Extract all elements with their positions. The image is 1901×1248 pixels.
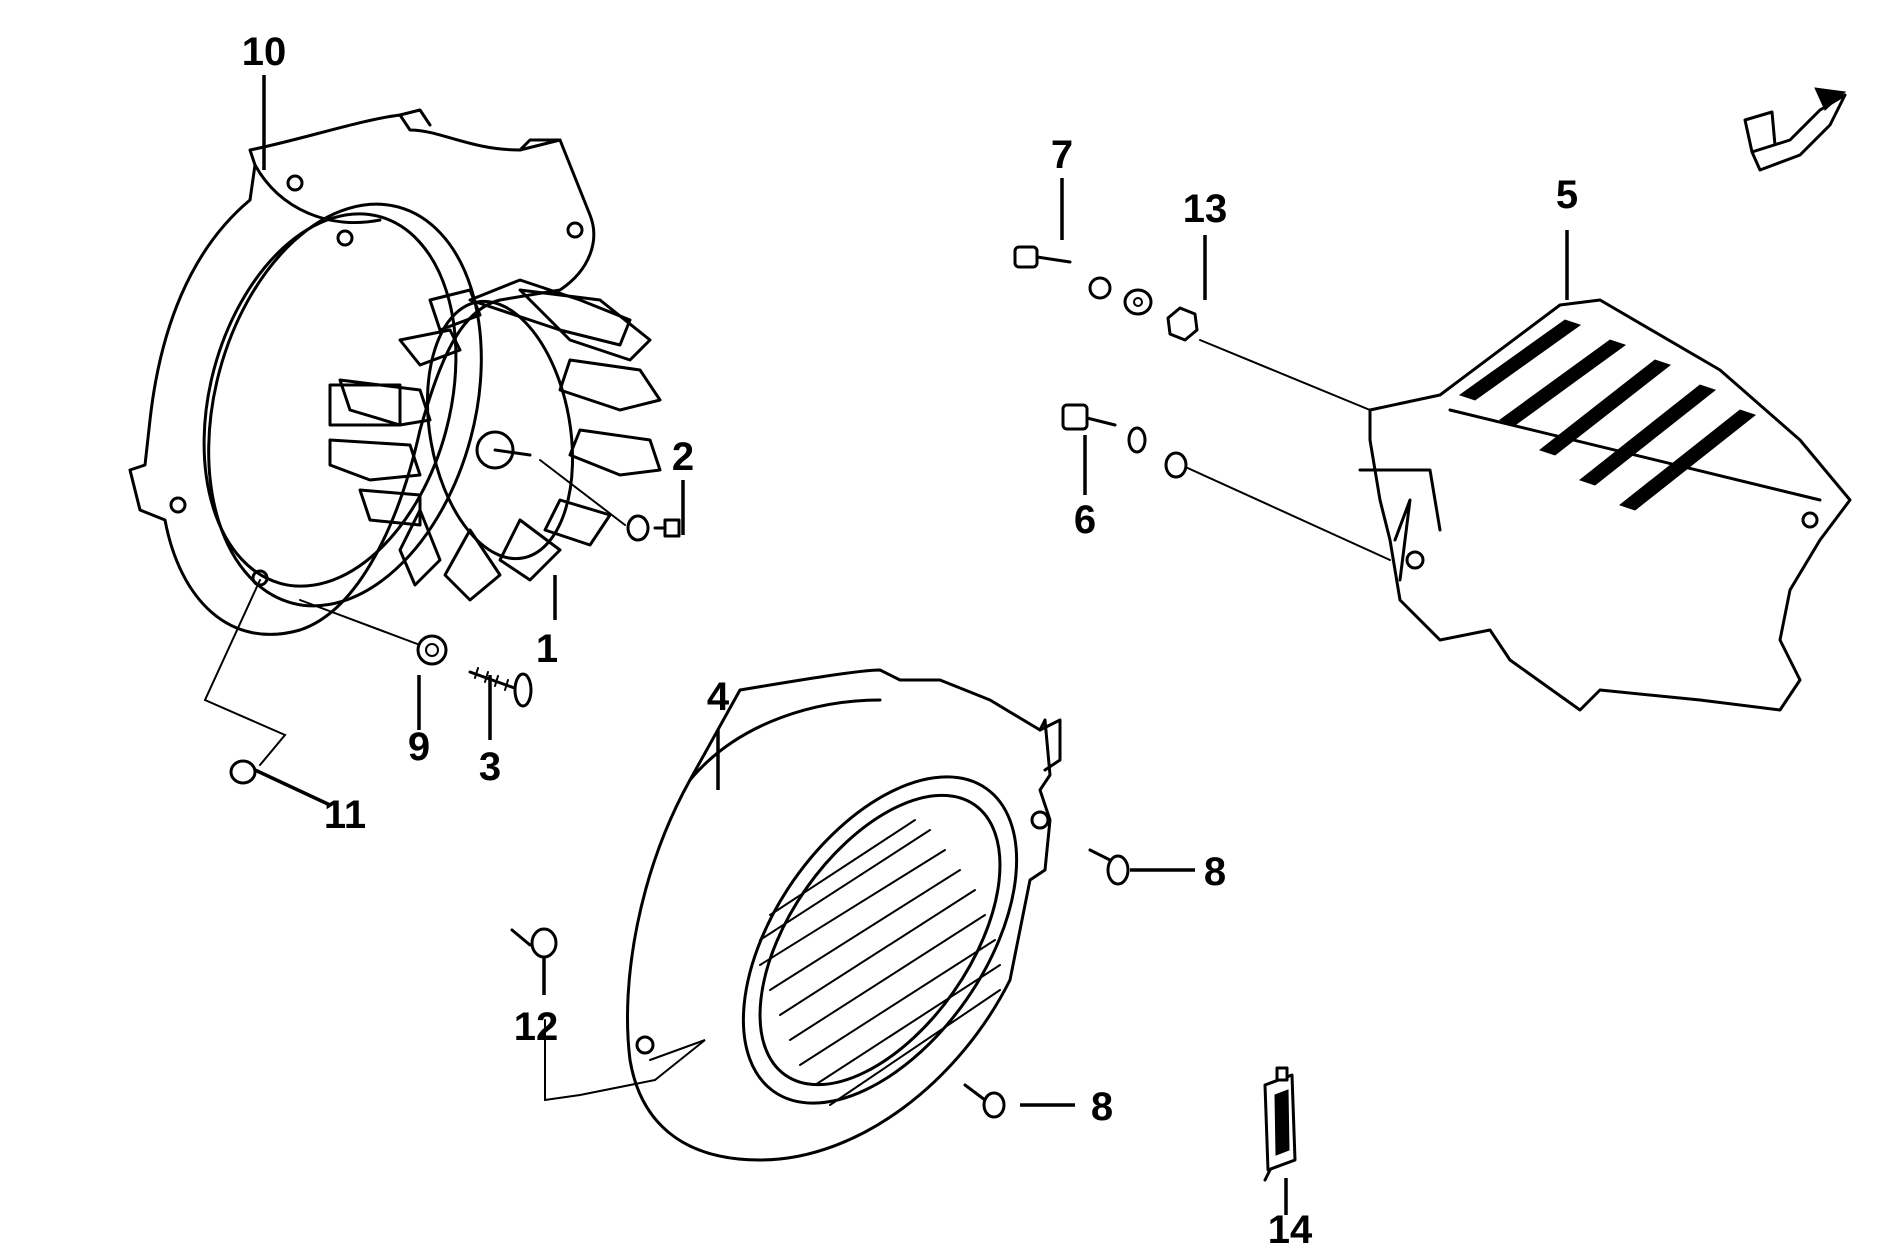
- callout-4: 4: [707, 675, 730, 719]
- callout-7: 7: [1051, 133, 1073, 177]
- fan-cover: [626, 668, 1062, 1162]
- callout-8-upper: 8: [1204, 850, 1226, 894]
- bolt-7: [1013, 245, 1153, 316]
- callout-1: 1: [536, 627, 558, 671]
- callout-13: 13: [1183, 187, 1228, 231]
- cylinder-cover: [1358, 298, 1852, 712]
- callout-6: 6: [1074, 498, 1096, 542]
- nut-11: [229, 759, 257, 785]
- screw-8-lower: [963, 1083, 1006, 1119]
- leader-lines: [203, 75, 1569, 1215]
- screw-2: [626, 514, 681, 542]
- screw-3: [468, 667, 533, 708]
- bolt-6: [1061, 403, 1188, 479]
- nut-13: [1166, 306, 1199, 342]
- callout-14: 14: [1268, 1208, 1313, 1248]
- callout-2: 2: [672, 435, 694, 479]
- callout-10: 10: [242, 30, 287, 74]
- collar-9: [416, 634, 448, 666]
- callout-9: 9: [408, 725, 430, 769]
- screw-12: [510, 927, 558, 959]
- callout-8-lower: 8: [1091, 1085, 1113, 1129]
- screw-8-upper: [1088, 848, 1130, 886]
- flywheel-fan: [328, 278, 662, 602]
- fan-shroud: [128, 108, 596, 636]
- callout-3: 3: [479, 745, 501, 789]
- callout-11: 11: [324, 793, 366, 837]
- front-arrow-icon: [1743, 87, 1847, 172]
- callout-labels: 1 2 3 4 5 6 7 8 8 9 10 11 12 13 14: [242, 30, 1578, 1248]
- clip-14: [1263, 1066, 1297, 1182]
- callout-5: 5: [1556, 173, 1578, 217]
- callout-12: 12: [514, 1005, 559, 1049]
